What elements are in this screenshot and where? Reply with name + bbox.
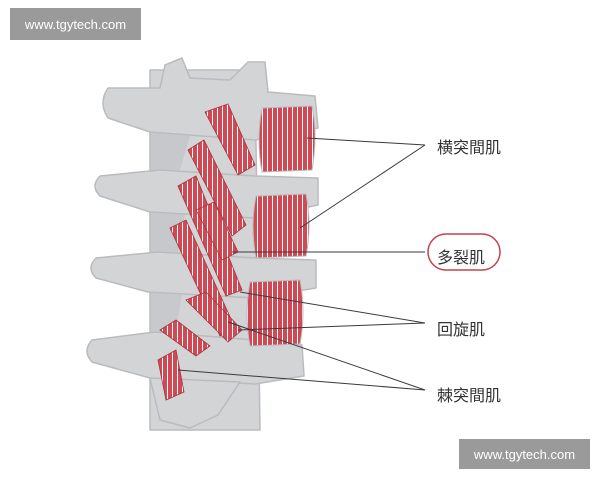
intertransverse-muscle-1 xyxy=(258,105,316,173)
muscle-bundle-7 xyxy=(157,349,185,401)
label-multifidus: 多裂肌 xyxy=(437,248,486,267)
watermark-top: www.tgytech.com xyxy=(10,8,141,40)
label-intertransverse: 横突間肌 xyxy=(437,138,502,157)
muscle-bundle-2 xyxy=(187,139,247,237)
highlight-ring xyxy=(427,233,501,271)
watermark-bottom: www.tgytech.com xyxy=(459,439,590,469)
leader-lines xyxy=(177,137,426,391)
muscle-bundle-6 xyxy=(159,319,211,357)
leader-spinalis-b xyxy=(177,369,426,391)
intertransverse-muscle-2 xyxy=(252,193,310,259)
intertransverse-muscles xyxy=(246,105,316,347)
leader-rotatores-a xyxy=(239,291,426,324)
muscle-bundle-1 xyxy=(204,103,256,176)
leader-rotatores-b xyxy=(237,322,426,331)
deep-back-muscles xyxy=(157,103,256,401)
leader-transverse-b xyxy=(299,144,426,229)
leader-transverse-a xyxy=(306,137,426,146)
label-interspinales: 棘突間肌 xyxy=(437,386,502,405)
leader-spinalis-a xyxy=(227,321,426,391)
label-rotatores: 回旋肌 xyxy=(437,320,486,339)
intertransverse-muscle-3 xyxy=(246,279,304,347)
